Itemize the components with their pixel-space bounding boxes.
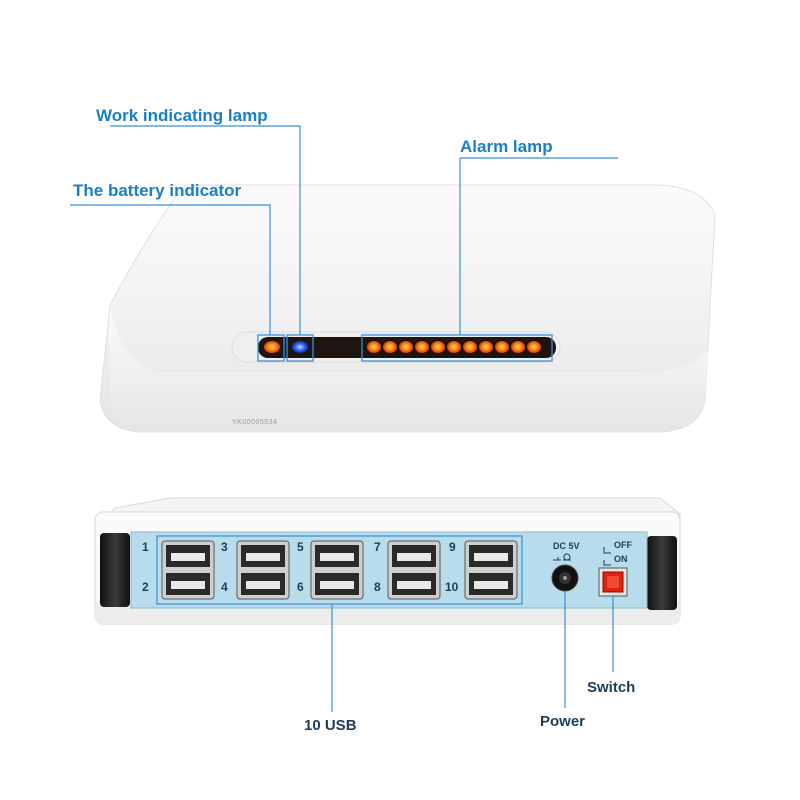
top-callout-lines: [70, 125, 618, 335]
switch-label: Switch: [587, 679, 636, 696]
port-number-4: 4: [221, 580, 228, 594]
right-grip: [647, 536, 677, 610]
work-lamp-leader: [110, 125, 301, 335]
port-number-5: 5: [297, 540, 304, 554]
battery-led: [264, 341, 280, 353]
alarm-leds: [367, 341, 541, 353]
off-marking: OFF: [614, 540, 632, 550]
bottom-device: [93, 497, 681, 625]
port-number-9: 9: [449, 540, 456, 554]
power-label: Power: [540, 713, 586, 730]
port-number-6: 6: [297, 580, 304, 594]
serial-number: YK00005534: [232, 419, 278, 426]
usb-stack-5: [464, 540, 518, 600]
port-number-2: 2: [142, 580, 149, 594]
dc-5v-marking: DC 5V: [553, 541, 580, 551]
port-number-10: 10: [445, 580, 459, 594]
bottom-callout-lines: [331, 591, 614, 712]
port-number-7: 7: [374, 540, 381, 554]
battery-leader: [70, 204, 271, 335]
usb-highlight-box: [156, 535, 523, 605]
port-number-8: 8: [374, 580, 381, 594]
port-number-1: 1: [142, 540, 149, 554]
alarm-highlight-box: [361, 334, 553, 362]
usb-stack-1: [161, 540, 215, 600]
work-led: [292, 341, 308, 353]
on-marking: ON: [614, 554, 628, 564]
left-grip: [100, 533, 130, 607]
power-switch: [598, 547, 628, 597]
top-device: [99, 184, 716, 433]
alarm-lamp-label: Alarm lamp: [460, 137, 553, 156]
usb-stack-2: [236, 540, 290, 600]
usb-stack-3: [310, 540, 364, 600]
usb-stack-4: [387, 540, 441, 600]
battery-indicator-label: The battery indicator: [73, 181, 242, 200]
work-lamp-label: Work indicating lamp: [96, 106, 268, 125]
port-number-3: 3: [221, 540, 228, 554]
battery-highlight-box: [257, 334, 285, 362]
usb-label: 10 USB: [304, 717, 357, 734]
